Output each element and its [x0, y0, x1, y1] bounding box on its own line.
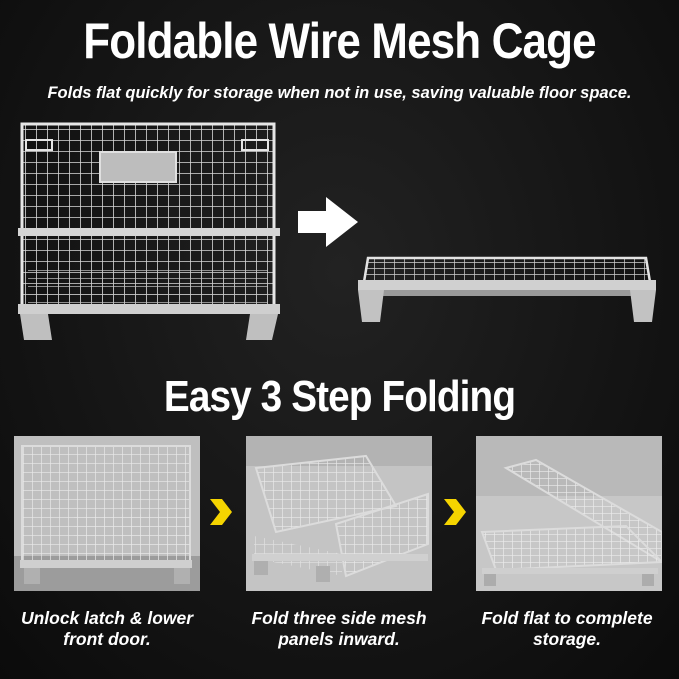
step-1-caption: Unlock latch & lower front door.	[0, 608, 217, 650]
page-title: Foldable Wire Mesh Cage	[83, 13, 596, 69]
step-3-caption-line2: storage.	[532, 629, 602, 649]
step-2-caption-line2: panels inward.	[278, 629, 400, 649]
chevron-right-icon	[444, 499, 466, 525]
step-1-image	[14, 436, 200, 591]
step-2-caption: Fold three side mesh panels inward.	[229, 608, 449, 650]
step-3-caption: Fold flat to complete storage.	[457, 608, 677, 650]
folded-cage-image	[358, 256, 656, 322]
step-2-image	[246, 436, 432, 591]
step-1-caption-line2: front door.	[63, 629, 151, 649]
unfolded-cage-image	[18, 122, 280, 340]
page-subtitle: Folds flat quickly for storage when not …	[47, 84, 632, 102]
step-3-caption-line1: Fold flat to complete	[481, 608, 653, 628]
chevron-right-icon	[210, 499, 232, 525]
right-arrow-icon	[298, 197, 358, 247]
step-3-image	[476, 436, 662, 591]
step-1-caption-line1: Unlock latch & lower	[20, 608, 194, 628]
steps-section-title: Easy 3 Step Folding	[163, 372, 516, 421]
step-2-caption-line1: Fold three side mesh	[251, 608, 427, 628]
